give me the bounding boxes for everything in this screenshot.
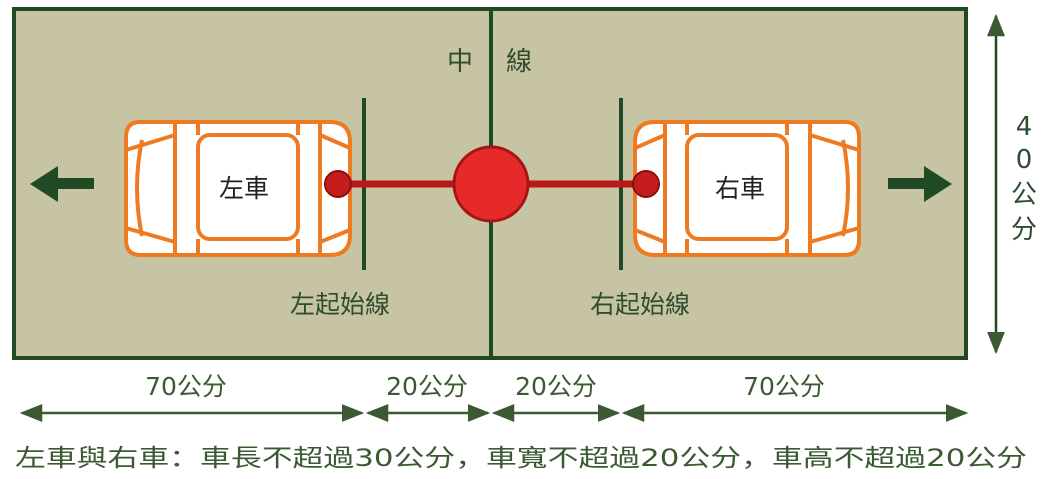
dim-left-outer-label: 70公分 <box>145 372 227 401</box>
right-hitch <box>632 170 660 198</box>
height-label-char-2: 0 <box>1016 145 1033 175</box>
dim-left-inner-label: 20公分 <box>386 372 468 401</box>
height-label-char-4: 分 <box>1011 215 1037 245</box>
left-car <box>124 120 352 257</box>
center-line-label-left: 中 <box>447 47 473 77</box>
left-hitch <box>324 170 352 198</box>
right-car-label: 右車 <box>715 174 765 203</box>
arrow-right-icon <box>888 166 952 202</box>
right-car <box>633 120 861 257</box>
dim-right-outer-label: 70公分 <box>743 372 825 401</box>
vehicle-size-rule: 左車與右車：車長不超過30公分，車寬不超過20公分，車高不超過20公分 <box>15 444 1027 472</box>
right-start-line-label: 右起始線 <box>590 290 690 319</box>
center-ball <box>452 145 530 223</box>
left-car-label: 左車 <box>219 174 269 203</box>
left-start-line-label: 左起始線 <box>290 290 390 319</box>
dim-right-inner-label: 20公分 <box>515 372 597 401</box>
height-label-char-3: 公 <box>1011 180 1037 210</box>
height-label-char-1: 4 <box>1016 112 1033 142</box>
arrow-left-icon <box>30 166 94 202</box>
center-line-label-right: 線 <box>506 47 532 77</box>
